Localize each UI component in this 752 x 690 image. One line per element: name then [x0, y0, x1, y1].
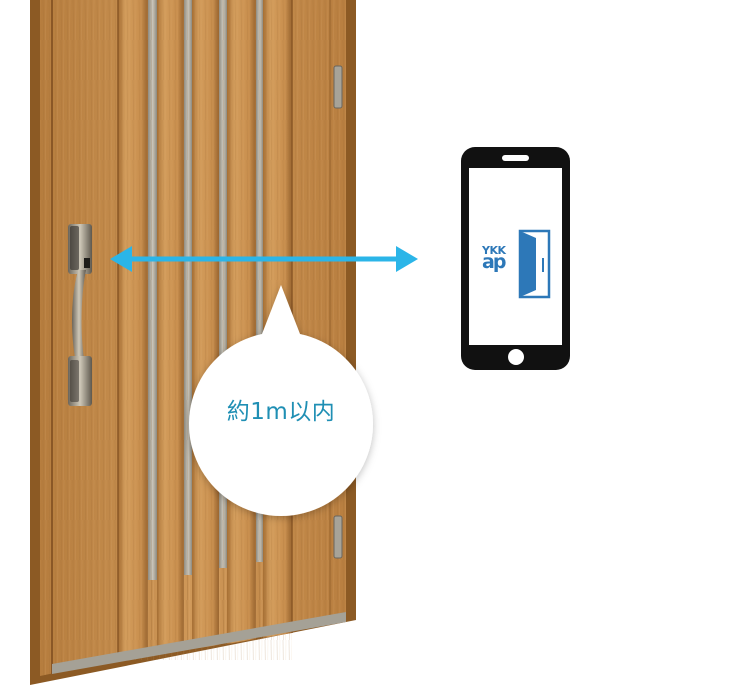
speech-bubble	[189, 285, 374, 517]
door-handle	[68, 224, 92, 406]
logo-text-top: YKK	[482, 244, 506, 257]
phone-home-button	[508, 349, 524, 365]
phone-speaker	[502, 155, 529, 161]
arrowhead-left	[110, 246, 132, 272]
hinge-top	[333, 65, 343, 109]
arrowhead-right	[396, 246, 418, 272]
distance-label: 約1m以内	[226, 399, 336, 425]
logo-text-bottom: ap	[482, 251, 506, 273]
hinge-bottom	[333, 515, 343, 559]
door-threshold	[52, 612, 346, 674]
door-app-icon	[518, 229, 551, 299]
smartphone	[461, 147, 570, 370]
distance-arrow	[110, 246, 418, 272]
